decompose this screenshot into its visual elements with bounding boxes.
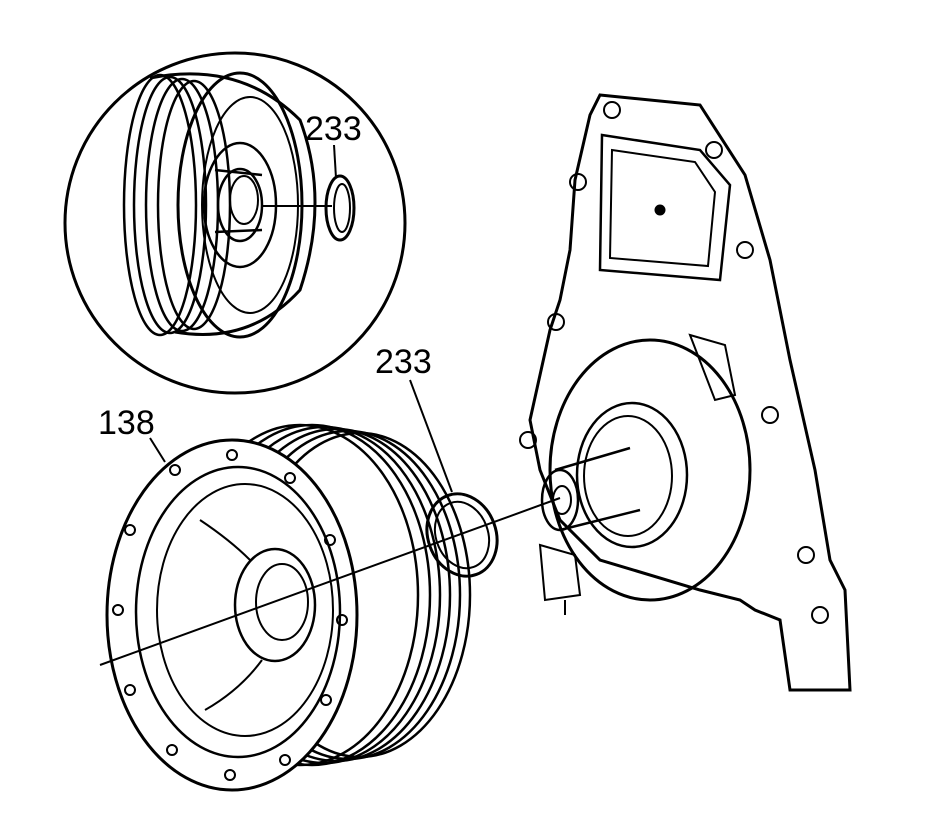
front-cover bbox=[519, 93, 852, 692]
detail-inset bbox=[63, 51, 407, 395]
callout-138-balancer: 138 bbox=[98, 404, 155, 442]
balancer-holes bbox=[112, 449, 348, 781]
cover-bolts bbox=[519, 101, 829, 624]
inset-pulley bbox=[122, 71, 317, 339]
crankshaft-balancer bbox=[99, 423, 561, 792]
seal-housing bbox=[548, 338, 752, 602]
callout-233-main: 233 bbox=[375, 343, 432, 381]
seal-ring bbox=[409, 379, 499, 578]
callout-233-detail: 233 bbox=[305, 110, 362, 148]
inset-seal-ring bbox=[324, 174, 356, 242]
